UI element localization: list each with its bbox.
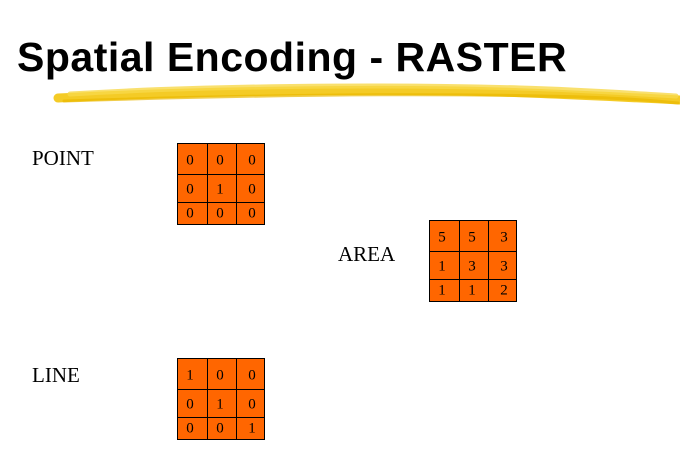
grid-cell-value: 3 — [468, 258, 476, 275]
grid-cell-value: 2 — [500, 282, 508, 299]
grid-line — [178, 202, 264, 203]
line-label: LINE — [32, 363, 80, 387]
grid-cell-value: 1 — [216, 181, 224, 198]
grid-line — [430, 279, 516, 280]
grid-cell-value: 0 — [248, 181, 256, 198]
grid-cell-value: 1 — [186, 367, 194, 384]
grid-cell-value: 0 — [216, 152, 224, 169]
grid-cell-value: 3 — [500, 258, 508, 275]
grid-line — [430, 251, 516, 252]
grid-cell-value: 5 — [468, 229, 476, 246]
grid-cell-value: 0 — [248, 205, 256, 222]
highlighter-stroke — [53, 83, 680, 105]
grid-line — [207, 144, 208, 224]
line-grid: 1 0 0 0 1 0 0 0 1 — [177, 358, 265, 440]
area-label: AREA — [338, 242, 396, 266]
grid-cell-value: 0 — [248, 396, 256, 413]
grid-cell-value: 3 — [500, 229, 508, 246]
grid-cell-value: 5 — [438, 229, 446, 246]
grid-line — [207, 359, 208, 439]
grid-cell-value: 0 — [186, 152, 194, 169]
point-grid: 0 0 0 0 1 0 0 0 0 — [177, 143, 265, 225]
grid-cell-value: 1 — [468, 282, 476, 299]
grid-cell-value: 0 — [186, 181, 194, 198]
grid-line — [459, 221, 460, 301]
grid-cell-value: 1 — [438, 258, 446, 275]
point-label: POINT — [32, 146, 94, 170]
grid-cell-value: 1 — [216, 396, 224, 413]
grid-line — [178, 389, 264, 390]
grid-line — [236, 359, 237, 439]
grid-line — [236, 144, 237, 224]
page-title: Spatial Encoding - RASTER — [17, 34, 568, 80]
grid-cell-value: 0 — [248, 367, 256, 384]
grid-line — [178, 174, 264, 175]
grid-cell-value: 0 — [216, 367, 224, 384]
grid-cell-value: 1 — [248, 420, 256, 437]
grid-cell-value: 0 — [248, 152, 256, 169]
area-grid: 5 5 3 1 3 3 1 1 2 — [429, 220, 517, 302]
grid-cell-value: 0 — [186, 396, 194, 413]
grid-line — [488, 221, 489, 301]
grid-line — [178, 417, 264, 418]
grid-cell-value: 1 — [438, 282, 446, 299]
grid-cell-value: 0 — [216, 420, 224, 437]
grid-cell-value: 0 — [186, 205, 194, 222]
grid-cell-value: 0 — [216, 205, 224, 222]
grid-cell-value: 0 — [186, 420, 194, 437]
